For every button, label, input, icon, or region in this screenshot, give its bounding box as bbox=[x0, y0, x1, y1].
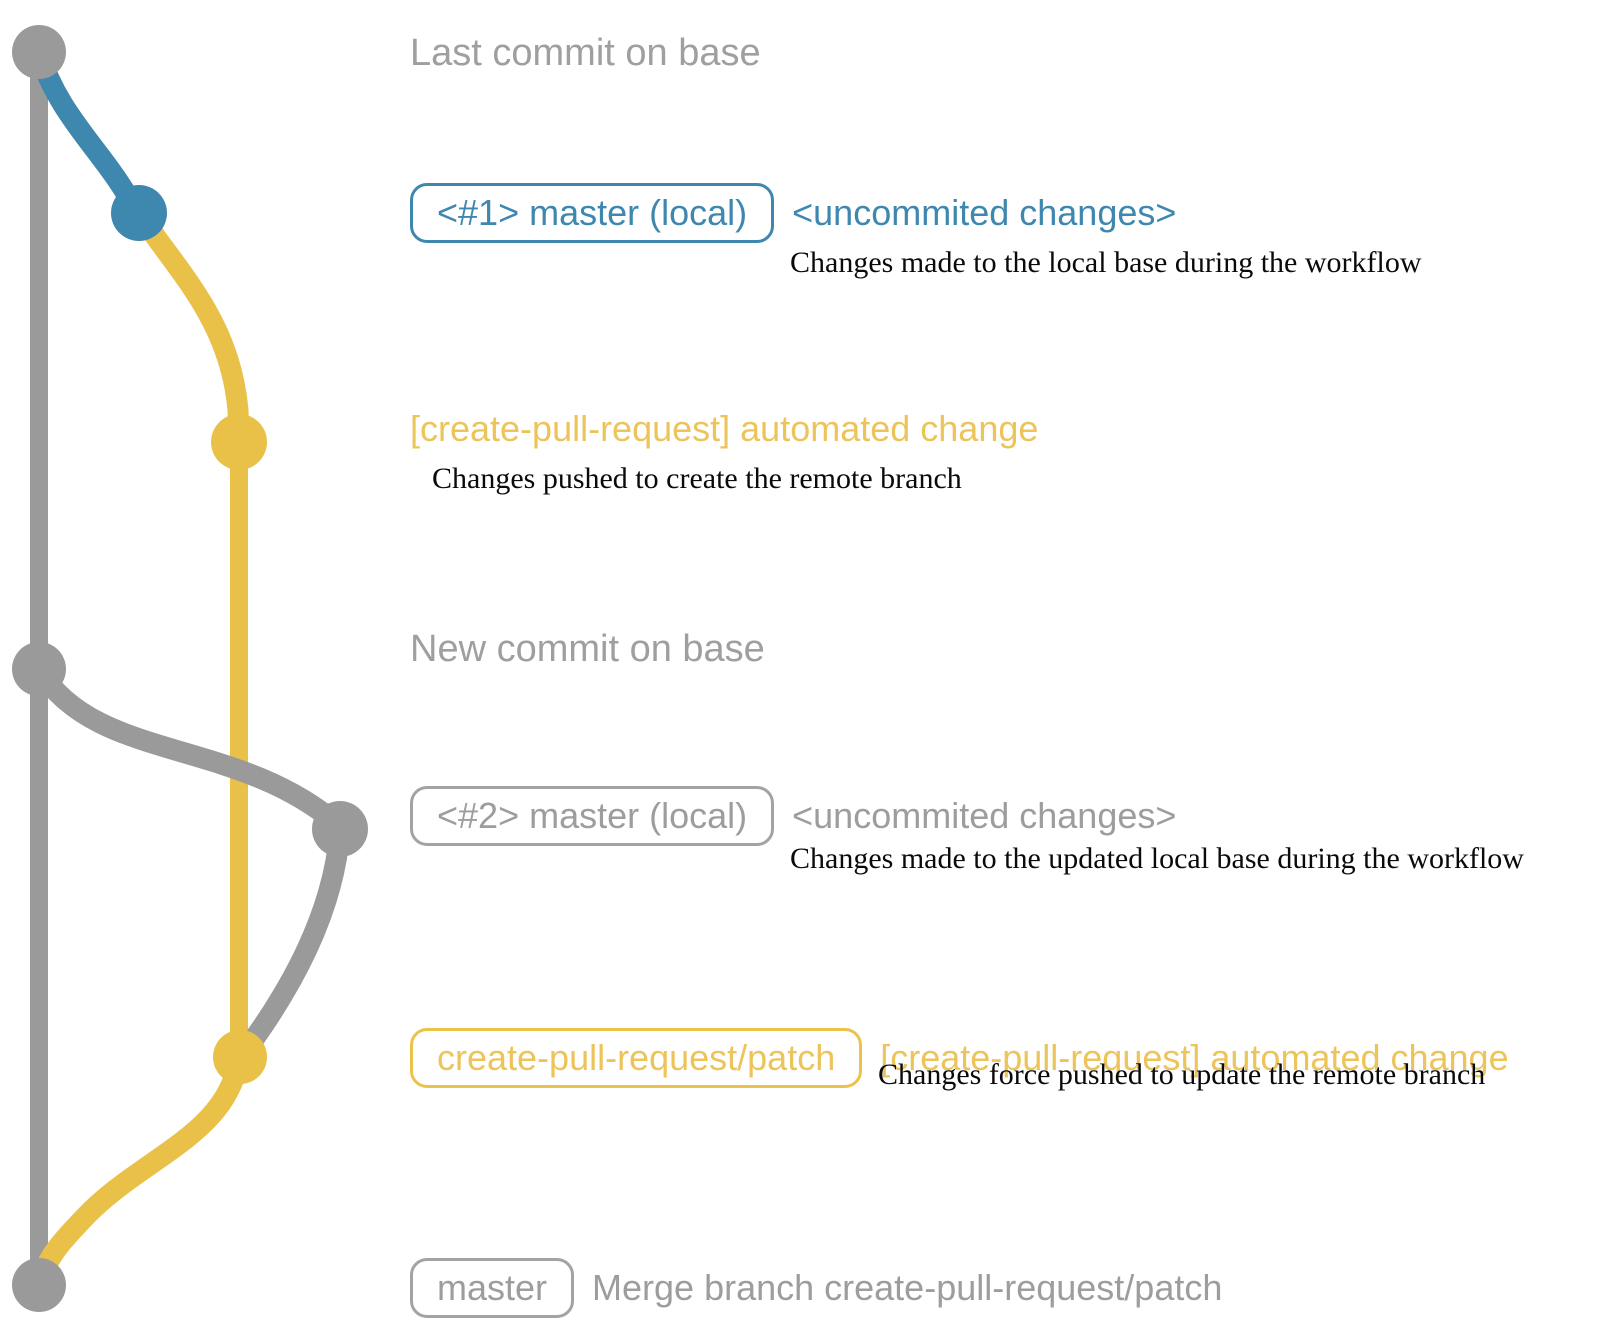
branch-badge-master-local-1: <#1> master (local) bbox=[410, 183, 775, 243]
commit-node-local-2 bbox=[312, 801, 368, 857]
row-patch-branch: create-pull-request/patch [create-pull-r… bbox=[410, 1028, 1509, 1088]
row-master-local-2: <#2> master (local) <uncommited changes> bbox=[410, 786, 1176, 846]
branch-badge-patch: create-pull-request/patch bbox=[410, 1028, 863, 1088]
commit-status-uncommited-1: <uncommited changes> bbox=[792, 192, 1177, 233]
row-master-local-1: <#1> master (local) <uncommited changes> bbox=[410, 183, 1176, 243]
commit-node-new-base bbox=[12, 642, 66, 696]
commit-node-patch-1 bbox=[211, 414, 267, 470]
description-push-1: Changes pushed to create the remote bran… bbox=[432, 462, 962, 495]
commit-status-uncommited-2: <uncommited changes> bbox=[792, 795, 1177, 836]
commit-graph bbox=[12, 25, 368, 1312]
local-branch-curve-2 bbox=[28, 658, 348, 835]
branch-badge-master-local-2: <#2> master (local) bbox=[410, 786, 775, 846]
label-new-commit-on-base: New commit on base bbox=[410, 628, 765, 670]
label-last-commit-on-base: Last commit on base bbox=[410, 32, 761, 74]
row-merge: master Merge branch create-pull-request/… bbox=[410, 1258, 1222, 1318]
commit-node-local-1 bbox=[111, 185, 167, 241]
commit-node-merge bbox=[12, 1258, 66, 1312]
local-branch-curve-3 bbox=[238, 818, 351, 1057]
branch-badge-master: master bbox=[410, 1258, 575, 1318]
description-local-changes-2: Changes made to the updated local base d… bbox=[790, 842, 1524, 875]
commit-node-patch-2 bbox=[213, 1030, 267, 1084]
commit-message-merge: Merge branch create-pull-request/patch bbox=[592, 1267, 1223, 1308]
description-local-changes-1: Changes made to the local base during th… bbox=[790, 246, 1422, 279]
commit-message-automated-2: [create-pull-request] automated change bbox=[880, 1037, 1509, 1078]
merge-curve bbox=[30, 1046, 250, 1291]
commit-message-automated-1: [create-pull-request] automated change bbox=[410, 408, 1039, 449]
commit-node-last-base bbox=[12, 25, 66, 79]
patch-branch-curve-1 bbox=[128, 202, 250, 453]
description-push-2: Changes force pushed to update the remot… bbox=[878, 1058, 1486, 1091]
row-automated-change-1: [create-pull-request] automated change bbox=[410, 408, 1038, 450]
